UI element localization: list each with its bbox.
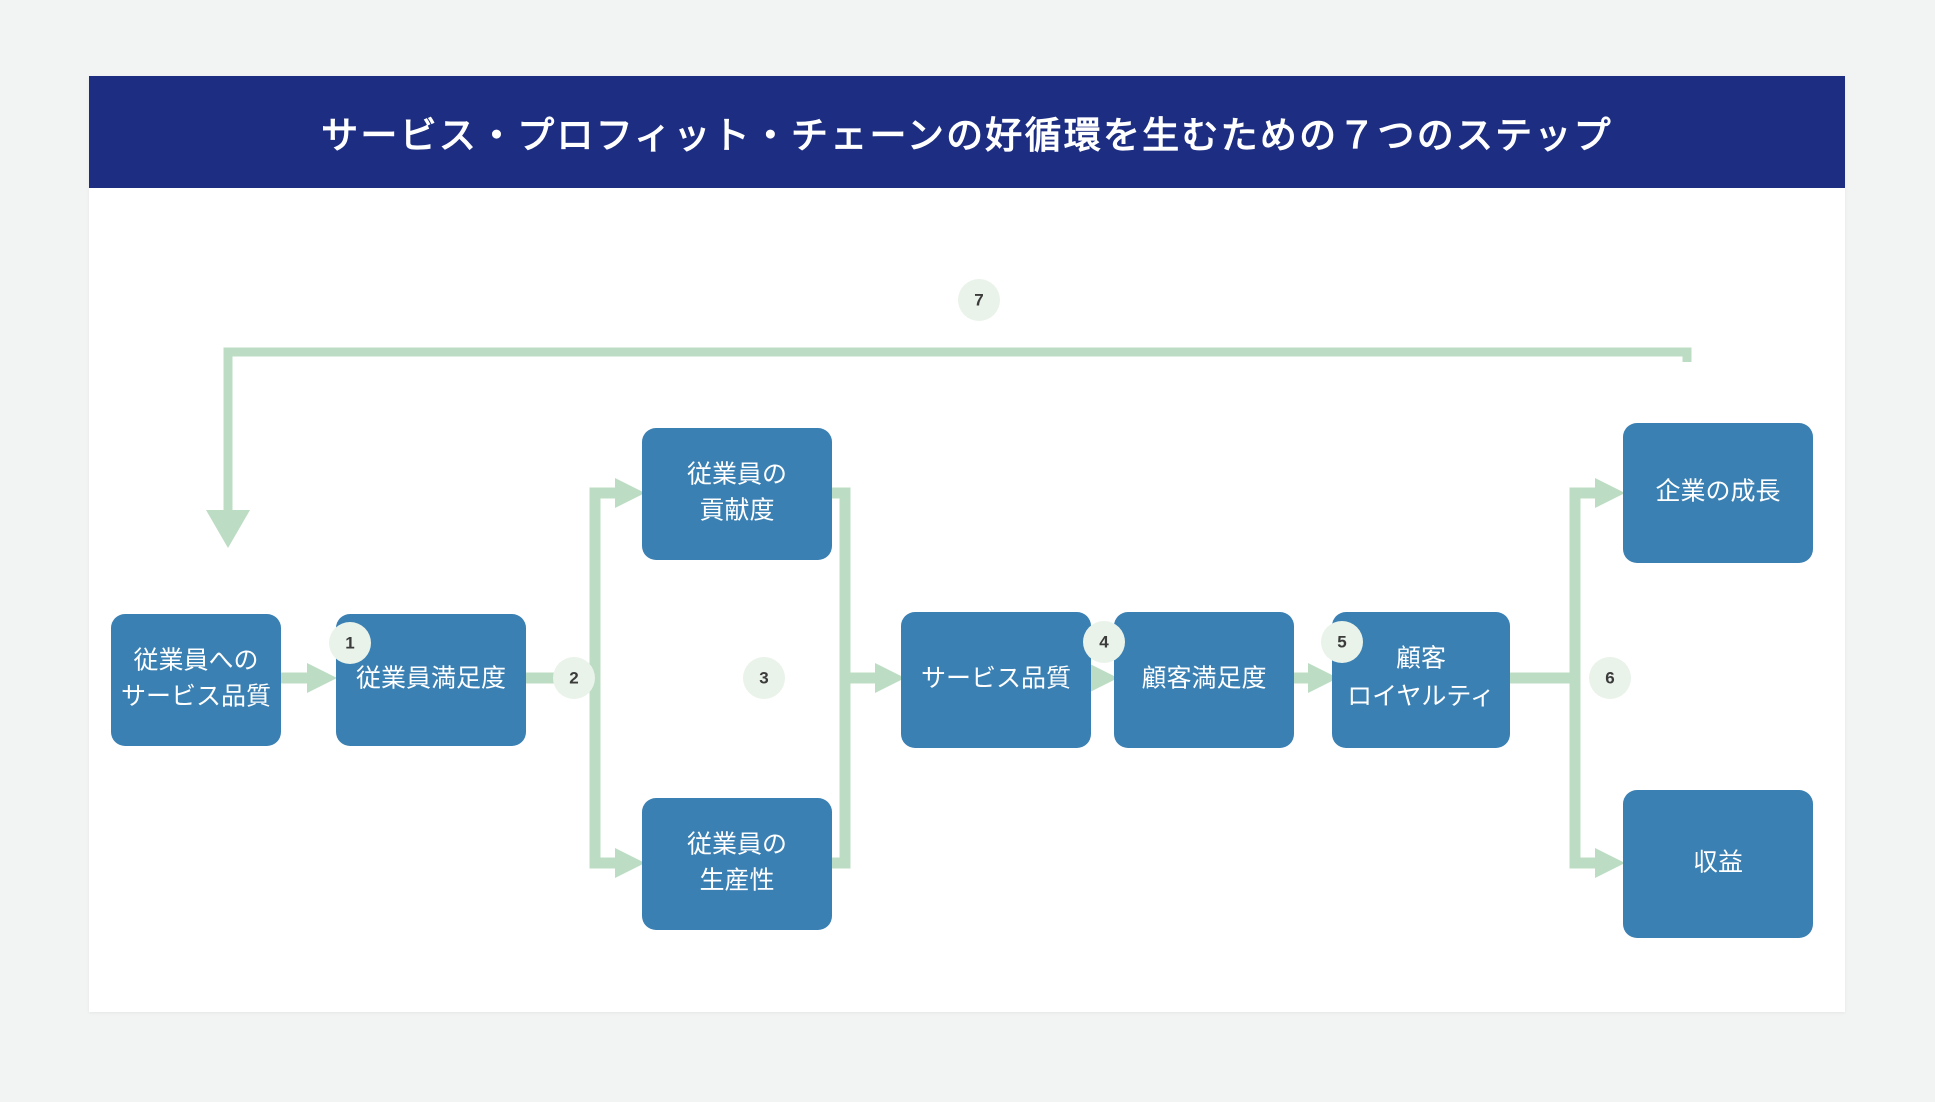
step-badge-3: 3 — [743, 657, 785, 699]
step-badge-4: 4 — [1083, 621, 1125, 663]
connector-step-6 — [1503, 478, 1625, 878]
node-revenue[interactable]: 収益 — [1623, 790, 1813, 938]
page-title: サービス・プロフィット・チェーンの好循環を生むための７つのステップ — [321, 115, 1613, 156]
step-badge-7: 7 — [958, 279, 1000, 321]
node-label: 従業員の — [687, 831, 787, 859]
step-badge-label: 6 — [1605, 668, 1614, 687]
flow-diagram: 従業員への サービス品質 従業員満足度 従業員の 貢献度 従業員の 生産性 サー… — [89, 188, 1845, 1012]
node-employee-contribution[interactable]: 従業員の 貢献度 — [642, 428, 832, 560]
node-label: 従業員への — [133, 647, 258, 675]
node-label: 従業員の — [687, 461, 787, 489]
step-badge-6: 6 — [1589, 657, 1631, 699]
step-badge-label: 3 — [759, 668, 768, 687]
node-service-quality[interactable]: サービス品質 — [901, 612, 1091, 748]
node-employee-productivity[interactable]: 従業員の 生産性 — [642, 798, 832, 930]
step-badge-2: 2 — [553, 657, 595, 699]
flowchart-canvas: 従業員への サービス品質 従業員満足度 従業員の 貢献度 従業員の 生産性 サー… — [111, 279, 1813, 938]
node-customer-loyalty[interactable]: 顧客 ロイヤルティ — [1332, 612, 1510, 748]
node-label: 従業員満足度 — [356, 665, 506, 693]
node-employee-service-quality[interactable]: 従業員への サービス品質 — [111, 614, 281, 746]
node-label: 顧客満足度 — [1141, 665, 1266, 693]
node-label: 生産性 — [699, 867, 774, 895]
slide-header: サービス・プロフィット・チェーンの好循環を生むための７つのステップ — [89, 76, 1845, 188]
node-company-growth[interactable]: 企業の成長 — [1623, 423, 1813, 563]
step-badge-5: 5 — [1321, 621, 1363, 663]
node-label: 企業の成長 — [1655, 478, 1780, 506]
node-label: 収益 — [1693, 849, 1743, 877]
step-badge-1: 1 — [329, 622, 371, 664]
connector-step-7 — [206, 347, 1692, 548]
node-employee-satisfaction[interactable]: 従業員満足度 — [336, 614, 526, 746]
connector-step-1 — [281, 663, 337, 693]
step-badge-label: 2 — [569, 668, 578, 687]
node-customer-satisfaction[interactable]: 顧客満足度 — [1114, 612, 1294, 748]
node-label: 顧客 — [1396, 645, 1446, 673]
node-label: サービス品質 — [121, 683, 271, 711]
step-badge-label: 1 — [345, 633, 354, 652]
step-badge-label: 5 — [1337, 632, 1346, 651]
slide-card: サービス・プロフィット・チェーンの好循環を生むための７つのステップ — [89, 76, 1845, 1012]
node-label: 貢献度 — [699, 497, 774, 525]
step-badge-label: 4 — [1099, 632, 1109, 651]
node-label: サービス品質 — [921, 665, 1071, 693]
step-badge-label: 7 — [974, 290, 983, 309]
node-label: ロイヤルティ — [1347, 683, 1495, 711]
